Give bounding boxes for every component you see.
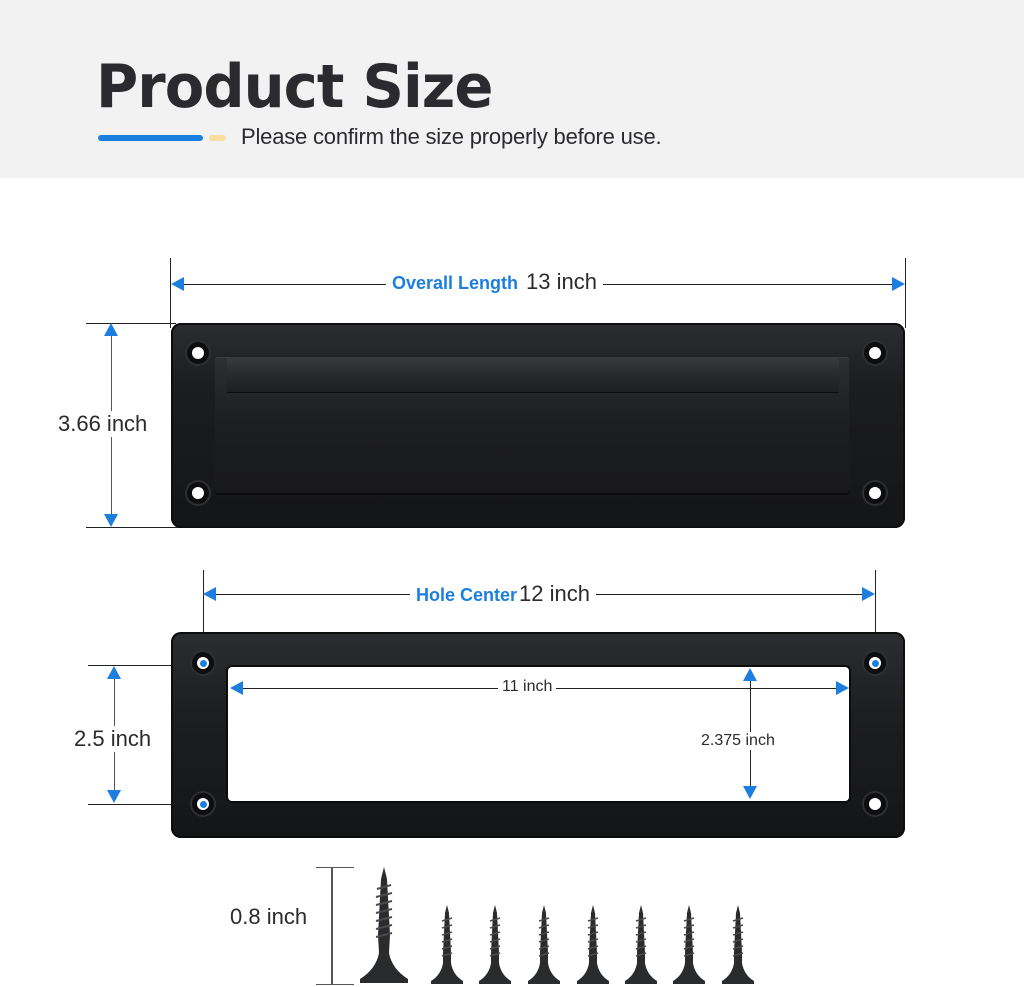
screw-hole-icon bbox=[192, 652, 214, 674]
hole-extension-line-bottom bbox=[88, 804, 198, 805]
frame-plate bbox=[171, 632, 905, 838]
screw-large-icon bbox=[360, 867, 408, 983]
arrow-up-icon bbox=[107, 666, 121, 679]
screw-icon bbox=[673, 905, 705, 984]
arrow-left-icon bbox=[203, 587, 216, 601]
screw-hole-icon bbox=[187, 482, 209, 504]
screw-icon bbox=[431, 905, 463, 984]
overall-length-caption: Overall Length bbox=[392, 273, 519, 293]
screw-hole-icon bbox=[864, 342, 886, 364]
arrow-left-icon bbox=[230, 681, 243, 695]
screw-hole-icon bbox=[192, 793, 214, 815]
hole-center-label: Hole Center12 inch bbox=[410, 581, 596, 607]
top-plate-height-label: 3.66 inch bbox=[52, 411, 154, 437]
overall-length-value: 13 inch bbox=[526, 269, 597, 294]
subtitle: Please confirm the size properly before … bbox=[241, 124, 662, 149]
arrow-down-icon bbox=[743, 786, 757, 799]
extension-line-left bbox=[170, 258, 171, 328]
arrow-up-icon bbox=[104, 323, 118, 336]
flap-lip bbox=[227, 357, 839, 393]
extension-line-right bbox=[905, 258, 906, 328]
arrow-right-icon bbox=[862, 587, 875, 601]
screw-icon bbox=[528, 905, 560, 984]
hole-extension-line-top bbox=[88, 665, 198, 666]
mail-slot-flap bbox=[215, 357, 849, 493]
screw-hole-icon bbox=[187, 342, 209, 364]
accent-bar-yellow bbox=[209, 135, 226, 141]
mail-slot-plate bbox=[171, 323, 905, 528]
screw-extension-line-top bbox=[316, 867, 354, 868]
arrow-right-icon bbox=[836, 681, 849, 695]
screw-icon bbox=[722, 905, 754, 984]
screw-hole-icon bbox=[864, 482, 886, 504]
overall-length-label: Overall Length 13 inch bbox=[386, 269, 603, 295]
hole-center-value: 12 inch bbox=[519, 581, 590, 606]
extension-line-bottom bbox=[86, 527, 228, 528]
screw-icon bbox=[625, 905, 657, 984]
screw-hole-icon bbox=[864, 793, 886, 815]
arrow-up-icon bbox=[743, 668, 757, 681]
screw-extension-line-bottom bbox=[316, 984, 354, 985]
hole-spacing-label: 2.5 inch bbox=[68, 726, 158, 752]
opening-height-label: 2.375 inch bbox=[697, 732, 779, 750]
arrow-left-icon bbox=[171, 277, 184, 291]
screw-length-label: 0.8 inch bbox=[230, 904, 308, 929]
arrow-down-icon bbox=[104, 514, 118, 527]
arrow-down-icon bbox=[107, 790, 121, 803]
accent-bar-blue bbox=[98, 135, 203, 141]
header-band bbox=[0, 0, 1024, 178]
hole-extension-line-left bbox=[203, 570, 204, 662]
screw-length-dimension-line bbox=[331, 867, 333, 985]
extension-line-top bbox=[86, 323, 176, 324]
hole-center-caption: Hole Center bbox=[416, 585, 518, 605]
page-title: Product Size bbox=[96, 52, 493, 122]
hole-extension-line-right bbox=[875, 570, 876, 662]
screws-group bbox=[355, 865, 775, 985]
arrow-right-icon bbox=[892, 277, 905, 291]
opening-width-label: 11 inch bbox=[498, 678, 557, 696]
screw-icon bbox=[479, 905, 511, 984]
screw-hole-icon bbox=[864, 652, 886, 674]
screw-icon bbox=[577, 905, 609, 984]
